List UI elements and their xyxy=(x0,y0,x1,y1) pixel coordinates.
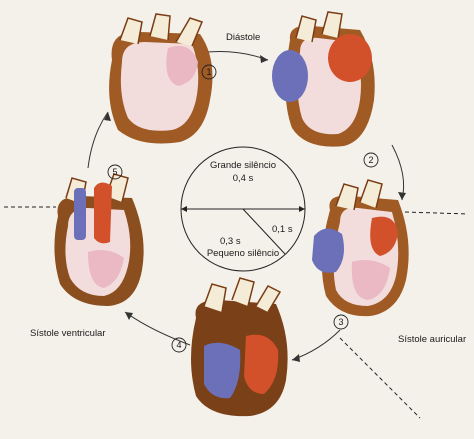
heart-4-vessels xyxy=(203,277,282,313)
timing-arrow-left xyxy=(181,206,187,212)
heart-3-left-atrium xyxy=(370,216,398,256)
heart-ventricular-systole xyxy=(191,277,288,417)
heart-5 xyxy=(54,173,144,306)
heart-atrial-systole xyxy=(312,179,409,317)
divider-bottom-right xyxy=(339,337,421,419)
phase-dividers xyxy=(4,206,469,419)
heart-diastole xyxy=(109,13,213,144)
phase-number-4: 4 xyxy=(171,337,187,353)
heart-5-aorta xyxy=(94,182,112,244)
timing-lower-value: 0,3 s xyxy=(220,236,241,247)
timing-upper-label: Grande silêncio xyxy=(210,160,276,171)
heart-3-right-atrium xyxy=(312,228,344,273)
heart-1-vessels xyxy=(119,13,204,47)
phase-number-1: 1 xyxy=(201,64,217,80)
timing-circle: Grande silêncio 0,4 s 0,1 s 0,3 s Pequen… xyxy=(180,146,306,272)
phase-numbers: 1 2 3 4 5 xyxy=(107,64,379,353)
heart-4-left-ventricle xyxy=(244,334,279,394)
divider-right xyxy=(404,211,469,215)
arrow-head-2-to-3 xyxy=(398,192,406,200)
phase-number-3: 3 xyxy=(333,314,349,330)
cycle-arrows xyxy=(87,51,406,362)
heart-1-atrium xyxy=(166,45,198,86)
label-ventricular-systole: Sístole ventricular xyxy=(30,328,106,339)
heart-5-ventricle-flush xyxy=(88,250,124,288)
timing-arrow-right xyxy=(299,206,305,212)
heart-3-vessels xyxy=(335,179,383,211)
arrow-head-1-to-2 xyxy=(260,55,268,63)
phase-number-2: 2 xyxy=(363,152,379,168)
svg-text:1: 1 xyxy=(206,67,211,77)
svg-text:2: 2 xyxy=(368,155,373,165)
heart-2-vessels xyxy=(295,11,343,43)
arrow-3-to-4 xyxy=(291,329,341,361)
timing-upper-value: 0,4 s xyxy=(233,173,254,184)
svg-text:4: 4 xyxy=(176,340,181,350)
arrow-2-to-3 xyxy=(391,144,405,201)
timing-right-value: 0,1 s xyxy=(272,224,293,235)
heart-2-left-atrium xyxy=(328,34,372,82)
heart-2 xyxy=(272,11,375,147)
arrow-head-3-to-4 xyxy=(292,354,300,362)
phase-number-5: 5 xyxy=(107,164,123,180)
heart-2-right-atrium xyxy=(272,50,308,102)
arrow-5-to-1 xyxy=(87,111,109,169)
heart-3-ventricle-flush xyxy=(351,260,390,300)
svg-text:3: 3 xyxy=(338,317,343,327)
timing-lower-label: Pequeno silêncio xyxy=(207,248,279,259)
timing-radius xyxy=(242,208,286,255)
heart-5-vena-cava xyxy=(74,188,86,240)
arrow-head-4-to-sv xyxy=(125,312,133,320)
heart-4-right-ventricle xyxy=(204,342,241,399)
label-diastole: Diástole xyxy=(226,32,260,43)
svg-text:5: 5 xyxy=(112,167,117,177)
label-atrial-systole: Sístole auricular xyxy=(398,334,466,345)
arrow-head-5-to-1 xyxy=(104,112,111,121)
